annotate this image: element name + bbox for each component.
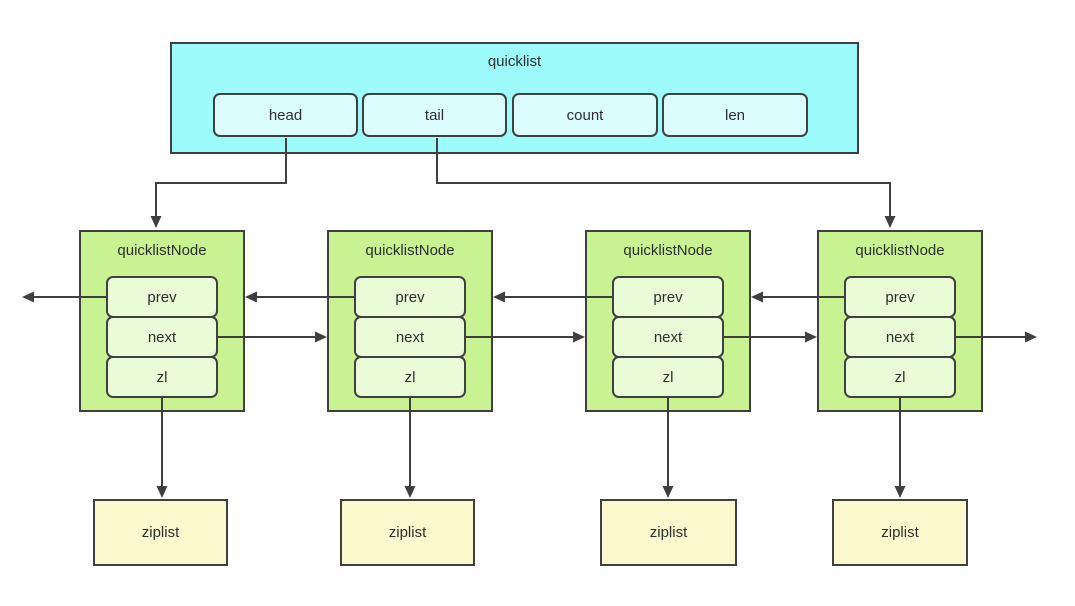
- node2-field-next: next: [354, 316, 466, 358]
- quicklistnode-3-box: quicklistNode prev next zl: [585, 230, 751, 412]
- ziplist-3-box: ziplist: [600, 499, 737, 566]
- quicklist-title: quicklist: [487, 53, 542, 70]
- node2-field-prev: prev: [354, 276, 466, 318]
- quicklist-struct-box: quicklist head tail count len: [170, 42, 859, 154]
- quicklist-field-count: count: [512, 93, 658, 137]
- node3-field-next: next: [612, 316, 724, 358]
- quicklistnode-4-fields: prev next zl: [844, 276, 956, 398]
- quicklistnode-1-fields: prev next zl: [106, 276, 218, 398]
- node3-field-zl: zl: [612, 356, 724, 398]
- quicklistnode-1-box: quicklistNode prev next zl: [79, 230, 245, 412]
- node2-field-zl: zl: [354, 356, 466, 398]
- node1-field-zl: zl: [106, 356, 218, 398]
- quicklistnode-1-title: quicklistNode: [117, 242, 207, 259]
- node4-field-prev: prev: [844, 276, 956, 318]
- quicklistnode-4-box: quicklistNode prev next zl: [817, 230, 983, 412]
- quicklistnode-4-title: quicklistNode: [855, 242, 945, 259]
- quicklistnode-3-title: quicklistNode: [623, 242, 713, 259]
- node4-field-next: next: [844, 316, 956, 358]
- node3-field-prev: prev: [612, 276, 724, 318]
- ziplist-2-box: ziplist: [340, 499, 475, 566]
- quicklistnode-2-box: quicklistNode prev next zl: [327, 230, 493, 412]
- quicklistnode-2-fields: prev next zl: [354, 276, 466, 398]
- node4-field-zl: zl: [844, 356, 956, 398]
- quicklistnode-3-fields: prev next zl: [612, 276, 724, 398]
- node1-field-next: next: [106, 316, 218, 358]
- quicklistnode-2-title: quicklistNode: [365, 242, 455, 259]
- ziplist-4-box: ziplist: [832, 499, 968, 566]
- quicklist-field-len: len: [662, 93, 808, 137]
- quicklist-field-head: head: [213, 93, 358, 137]
- ziplist-1-box: ziplist: [93, 499, 228, 566]
- quicklist-field-tail: tail: [362, 93, 507, 137]
- node1-field-prev: prev: [106, 276, 218, 318]
